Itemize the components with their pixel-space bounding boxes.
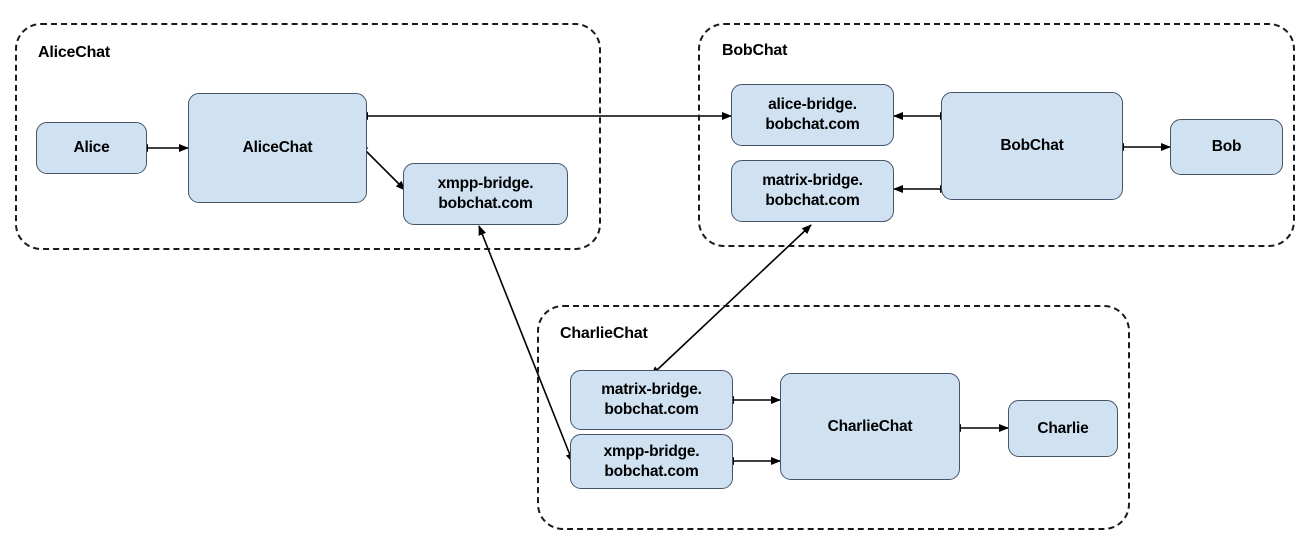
node-charliechat[interactable]: CharlieChat [780, 373, 960, 480]
node-bob-matrix-bridge[interactable]: matrix-bridge. bobchat.com [731, 160, 894, 222]
node-charlie-matrix-bridge-line2: bobchat.com [604, 401, 699, 418]
node-charlie[interactable]: Charlie [1008, 400, 1118, 457]
node-bob-alice-bridge-line2: bobchat.com [765, 116, 860, 133]
node-bob-matrix-bridge-line1: matrix-bridge. [762, 172, 863, 190]
group-alicechat [15, 23, 601, 250]
node-charlie-xmpp-bridge-line2: bobchat.com [604, 462, 699, 480]
node-alice[interactable]: Alice [36, 122, 147, 174]
node-alice-xmpp-bridge-line2: bobchat.com [438, 195, 533, 212]
node-alice-line1: Alice [73, 139, 110, 157]
node-charlie-matrix-bridge-line1: matrix-bridge. [601, 381, 702, 399]
group-alicechat-label: AliceChat [38, 44, 110, 61]
node-alicechat-line1: AliceChat [242, 139, 313, 157]
group-charliechat [537, 305, 1130, 530]
group-bobchat-label: BobChat [722, 42, 788, 59]
node-bobchat-line1: BobChat [1000, 137, 1064, 155]
node-bobchat[interactable]: BobChat [941, 92, 1123, 200]
node-alice-xmpp-bridge-line1: xmpp-bridge. [437, 175, 534, 193]
group-bobchat [698, 23, 1295, 247]
node-bob-matrix-bridge-line2: bobchat.com [765, 192, 860, 209]
node-bob[interactable]: Bob [1170, 119, 1283, 175]
node-charlie-matrix-bridge[interactable]: matrix-bridge. bobchat.com [570, 370, 733, 430]
node-alicechat[interactable]: AliceChat [188, 93, 367, 203]
node-charlie-xmpp-bridge[interactable]: xmpp-bridge. bobchat.com [570, 434, 733, 489]
node-bob-line1: Bob [1211, 138, 1242, 156]
node-charliechat-line1: CharlieChat [827, 417, 913, 435]
node-charlie-line1: Charlie [1037, 419, 1089, 437]
node-charlie-xmpp-bridge-line1: xmpp-bridge. [603, 442, 700, 460]
node-alice-xmpp-bridge[interactable]: xmpp-bridge. bobchat.com [403, 163, 568, 225]
node-bob-alice-bridge[interactable]: alice-bridge. bobchat.com [731, 84, 894, 146]
group-charliechat-label: CharlieChat [560, 325, 648, 342]
node-bob-alice-bridge-line1: alice-bridge. [768, 96, 857, 114]
